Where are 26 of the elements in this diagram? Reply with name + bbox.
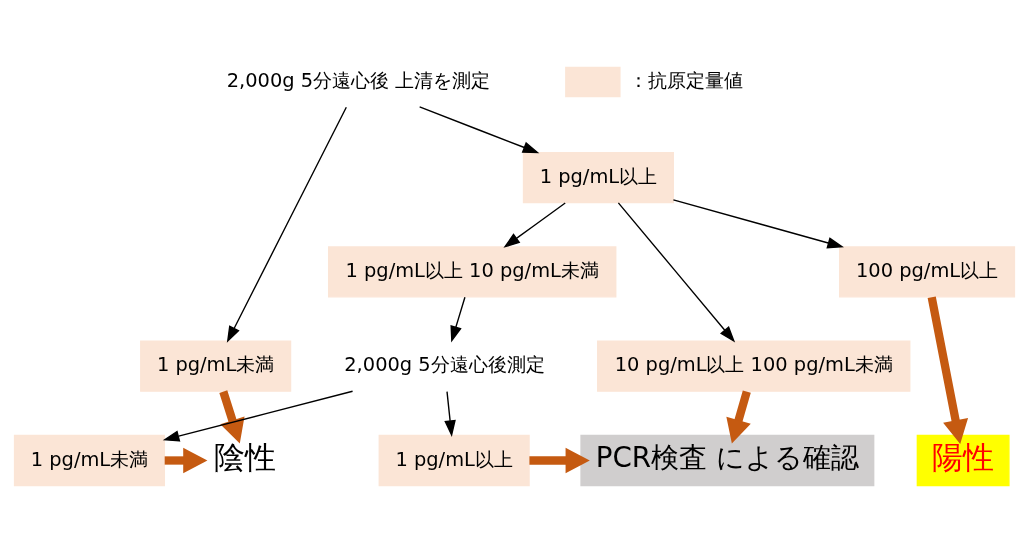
- node-text: 2,000g 5分遠心後 上清を測定: [226, 68, 491, 92]
- node-box: 10 pg/mL以上 100 pg/mL未満: [597, 340, 911, 392]
- arrow: [219, 389, 245, 443]
- node-box: 1 pg/mL未満: [140, 340, 292, 392]
- arrow: [418, 105, 540, 153]
- arrow: [927, 295, 969, 444]
- arrow: [726, 389, 751, 443]
- node-box: 陽性: [916, 434, 1010, 486]
- node-box: 1 pg/mL以上: [378, 434, 530, 486]
- node-box: 1 pg/mL未満: [13, 434, 166, 486]
- node-box: 1 pg/mL以上 10 pg/mL未満: [327, 245, 617, 298]
- node-box: 100 pg/mL以上: [839, 245, 1016, 298]
- arrow: [226, 106, 347, 343]
- arrow: [444, 390, 456, 437]
- node-text: 陰性: [213, 439, 276, 475]
- arrow: [529, 447, 590, 473]
- legend-label: ：抗原定量値: [628, 68, 743, 92]
- node-text: 2,000g 5分遠心後測定: [344, 352, 545, 376]
- arrow: [162, 390, 354, 442]
- node-box: 1 pg/mL以上: [522, 151, 674, 203]
- arrow: [672, 198, 844, 248]
- arrow: [164, 447, 208, 473]
- arrow: [503, 201, 566, 248]
- node-box: PCR検査 による確認: [580, 434, 875, 486]
- arrow: [617, 201, 736, 343]
- arrow: [450, 296, 466, 343]
